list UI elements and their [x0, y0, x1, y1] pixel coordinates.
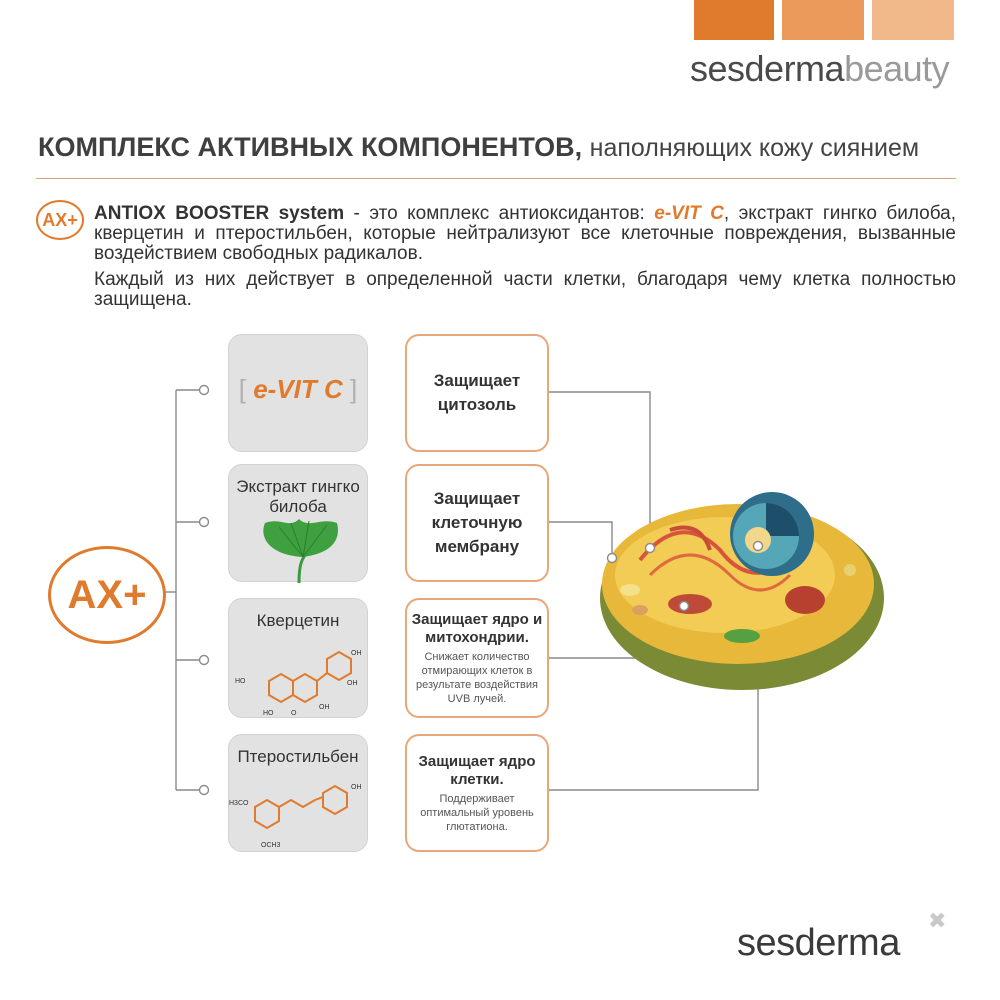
ingredient-card-quercetin: Кверцетин HO OH OH OH HO O — [228, 598, 368, 718]
pterostilbene-molecule-icon: H3CO OH OCH3 — [229, 784, 362, 849]
brand-color-bar-1 — [694, 0, 774, 40]
svg-text:H3CO: H3CO — [229, 800, 249, 807]
brand-color-bar-2 — [782, 0, 864, 40]
effect-card-cytosol: Защищает цитозоль — [405, 334, 549, 452]
ingredient-name: Кверцетин — [256, 611, 340, 630]
page-title: КОМПЛЕКС АКТИВНЫХ КОМПОНЕНТОВ, наполняющ… — [38, 132, 920, 162]
brand-color-bar-3 — [872, 0, 954, 40]
ingredient-card-ginkgo: Экстракт гингко билоба — [228, 464, 368, 584]
effect-card-nucleus: Защищает ядро клетки. Поддерживает оптим… — [405, 734, 549, 852]
brand-mark-icon: ✖ — [928, 908, 947, 933]
ingredient-name: Птеростильбен — [237, 747, 359, 766]
ax-badge-small: AX+ — [36, 200, 84, 240]
effect-card-membrane: Защищает клеточную мембрану — [405, 464, 549, 582]
svg-text:OH: OH — [351, 784, 362, 791]
ginkgo-leaf-icon — [263, 519, 338, 584]
divider — [36, 178, 956, 179]
svg-text:OCH3: OCH3 — [261, 842, 281, 849]
intro-text: ANTIOX BOOSTER system - это комплекс ант… — [94, 203, 956, 310]
quercetin-molecule-icon: HO OH OH OH HO O — [235, 650, 362, 717]
effect-card-nucleus-mitochondria: Защищает ядро и митохондрии. Снижает кол… — [405, 598, 549, 718]
ingredient-name: Экстракт гингко билоба — [236, 477, 360, 516]
brand-logo-top: sesdermabeauty — [690, 48, 950, 89]
ingredient-card-evitc: [ e-VIT C ] — [228, 334, 368, 452]
svg-text:HO: HO — [263, 710, 274, 717]
cell-illustration — [600, 492, 884, 690]
svg-text:OH: OH — [319, 704, 330, 711]
svg-text:O: O — [291, 710, 297, 717]
svg-text:HO: HO — [235, 678, 246, 685]
svg-text:OH: OH — [347, 680, 358, 687]
ax-badge-large: AX+ — [48, 546, 166, 644]
ingredient-card-pterostilbene: Птеростильбен H3CO OH OCH3 — [228, 734, 368, 852]
svg-text:OH: OH — [351, 650, 362, 657]
brand-logo-bottom: sesderma — [737, 922, 900, 964]
